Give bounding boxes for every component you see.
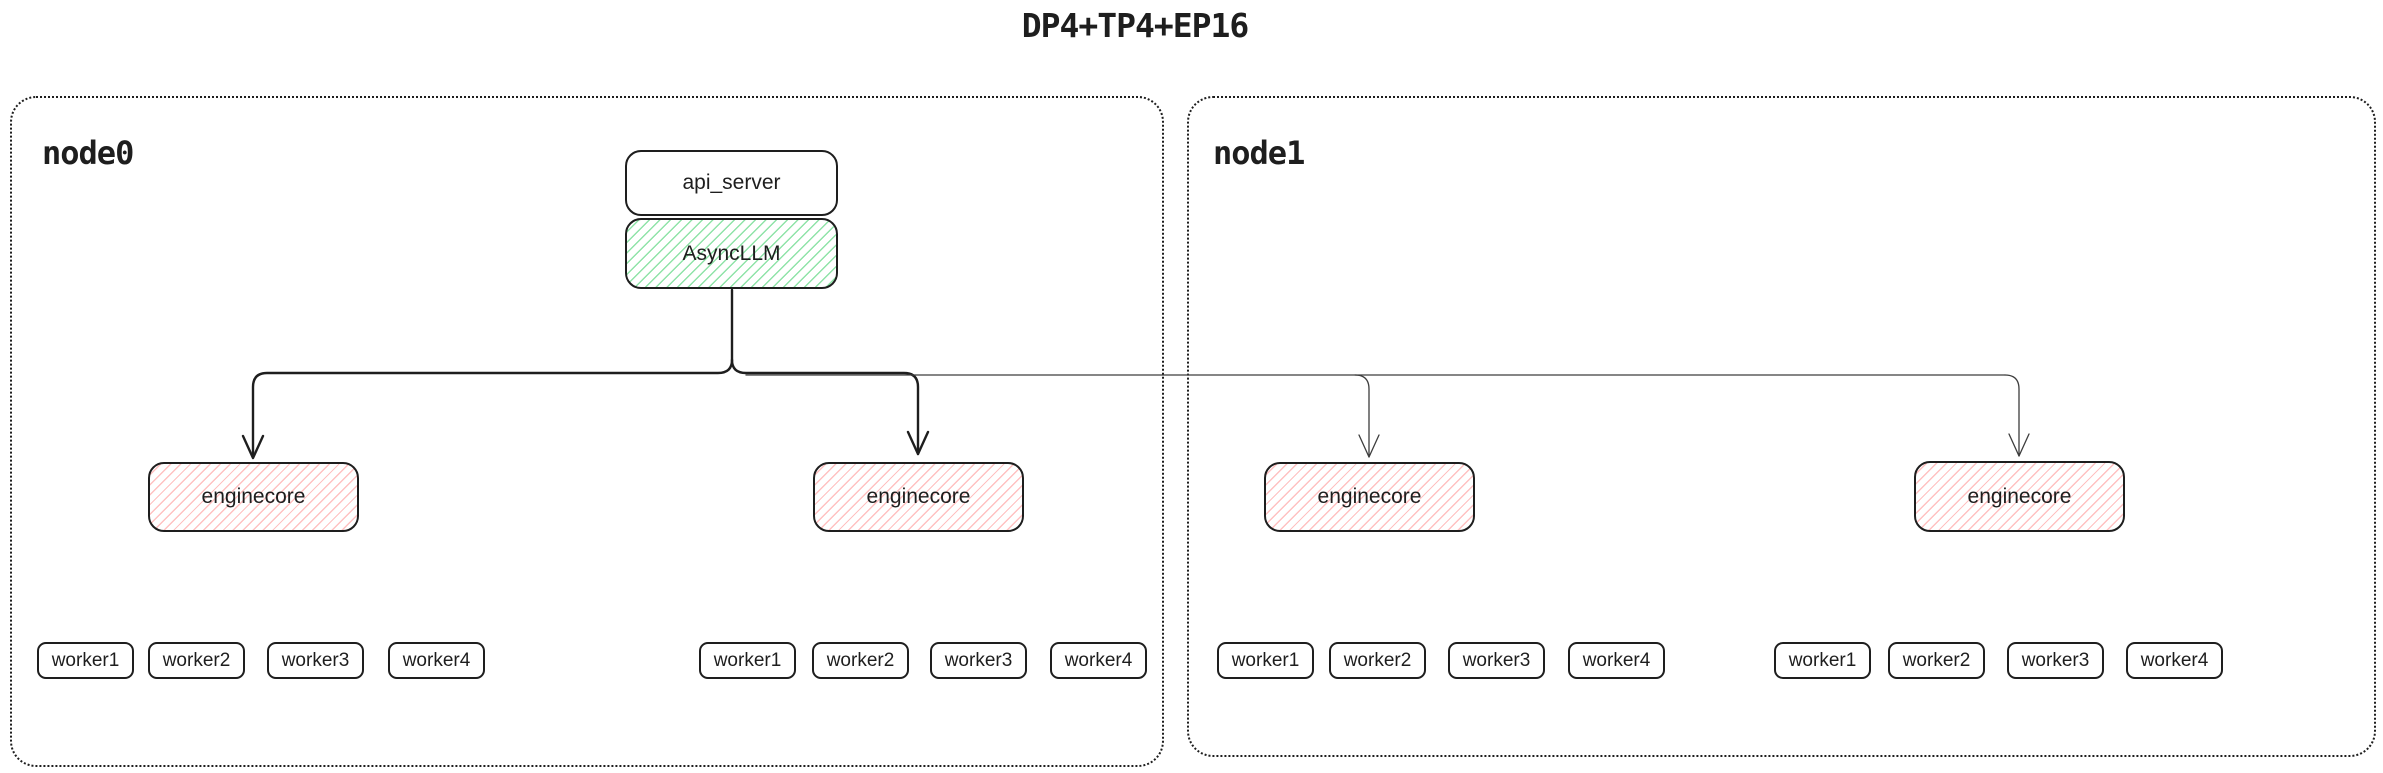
node1-g2-worker4: worker4 <box>2126 642 2223 679</box>
worker-label: worker3 <box>281 649 350 671</box>
node1-g2-worker3: worker3 <box>2007 642 2104 679</box>
enginecore-label: enginecore <box>201 485 306 508</box>
node1-g2-worker2: worker2 <box>1888 642 1985 679</box>
api-server-label: api_server <box>682 171 781 194</box>
node0-label: node0 <box>42 134 134 172</box>
node0-container <box>10 96 1164 767</box>
worker-label: worker2 <box>1343 649 1412 671</box>
worker-label: worker4 <box>1582 649 1651 671</box>
node0-g2-worker4: worker4 <box>1050 642 1147 679</box>
worker-label: worker3 <box>1462 649 1531 671</box>
node1-container <box>1187 96 2376 757</box>
asyncllm-box: AsyncLLM <box>625 218 838 289</box>
node0-g2-worker1: worker1 <box>699 642 796 679</box>
node1-g1-worker2: worker2 <box>1329 642 1426 679</box>
asyncllm-label: AsyncLLM <box>682 241 781 265</box>
node0-enginecore-2-box: enginecore <box>813 462 1024 532</box>
worker-label: worker4 <box>2140 649 2209 671</box>
enginecore-label: enginecore <box>866 485 971 508</box>
worker-label: worker1 <box>1231 649 1300 671</box>
worker-label: worker2 <box>826 649 895 671</box>
node0-g1-worker2: worker2 <box>148 642 245 679</box>
node0-g1-worker1: worker1 <box>37 642 134 679</box>
node1-enginecore-1-box: enginecore <box>1264 462 1475 532</box>
worker-label: worker1 <box>713 649 782 671</box>
worker-label: worker3 <box>944 649 1013 671</box>
node1-label: node1 <box>1213 134 1305 172</box>
node1-g1-worker4: worker4 <box>1568 642 1665 679</box>
enginecore-label: enginecore <box>1317 485 1422 508</box>
node0-g1-worker4: worker4 <box>388 642 485 679</box>
node0-g1-worker3: worker3 <box>267 642 364 679</box>
diagram-title: DP4+TP4+EP16 <box>1021 6 1249 45</box>
worker-label: worker1 <box>51 649 120 671</box>
worker-label: worker3 <box>2021 649 2090 671</box>
node0-g2-worker3: worker3 <box>930 642 1027 679</box>
worker-label: worker4 <box>402 649 471 671</box>
worker-label: worker2 <box>162 649 231 671</box>
enginecore-label: enginecore <box>1967 484 2072 508</box>
worker-label: worker1 <box>1788 649 1857 671</box>
node0-enginecore-1-box: enginecore <box>148 462 359 532</box>
node0-g2-worker2: worker2 <box>812 642 909 679</box>
worker-label: worker2 <box>1902 649 1971 671</box>
node1-g2-worker1: worker1 <box>1774 642 1871 679</box>
node1-g1-worker1: worker1 <box>1217 642 1314 679</box>
node1-enginecore-2-box: enginecore <box>1914 461 2125 532</box>
api-server-box: api_server <box>625 150 838 216</box>
worker-label: worker4 <box>1064 649 1133 671</box>
node1-g1-worker3: worker3 <box>1448 642 1545 679</box>
